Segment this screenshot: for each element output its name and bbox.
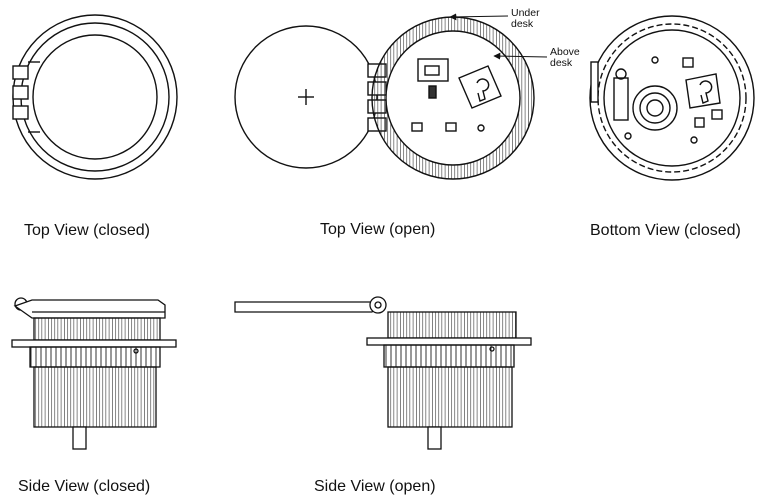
annotation-above-desk: Above desk xyxy=(550,47,580,69)
caption-side-view-closed: Side View (closed) xyxy=(18,478,151,495)
annotation-under-desk-line2: desk xyxy=(511,18,534,30)
caption-top-view-open: Top View (open) xyxy=(320,221,436,238)
bottom-view-closed-drawing xyxy=(589,15,755,181)
side-view-open-drawing xyxy=(234,296,532,450)
annotation-above-desk-line1: Above xyxy=(550,46,580,58)
caption-bottom-view-closed: Bottom View (closed) xyxy=(590,222,741,239)
annotation-arrows xyxy=(449,13,548,60)
top-view-closed-drawing xyxy=(12,14,178,180)
side-view-closed-drawing xyxy=(11,297,177,450)
annotation-under-desk-line1: Under xyxy=(511,7,540,19)
caption-top-view-closed: Top View (closed) xyxy=(24,222,150,239)
annotation-under-desk: Under desk xyxy=(511,8,540,30)
top-view-open-drawing xyxy=(234,16,535,180)
annotation-above-desk-line2: desk xyxy=(550,57,573,69)
caption-side-view-open: Side View (open) xyxy=(314,478,436,495)
